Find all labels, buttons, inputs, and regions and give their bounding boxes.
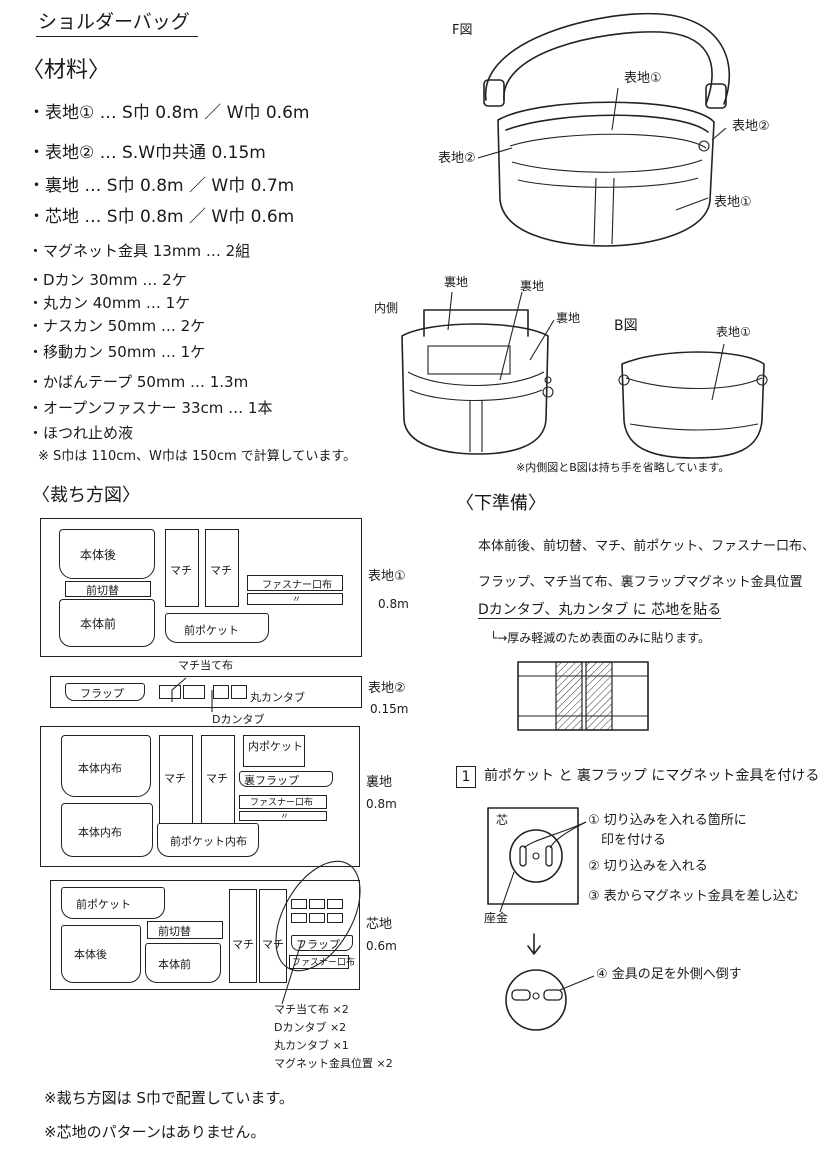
part-label: 裏地 (444, 276, 468, 290)
leader-line (676, 198, 708, 210)
part-label: 表地② (438, 152, 476, 167)
bag-rim (510, 134, 706, 148)
inner-view-label: 内側 (374, 302, 398, 316)
d-ring (619, 375, 629, 385)
b-bag-rim (626, 378, 762, 389)
washer-circle (510, 830, 562, 882)
b-bag-panel (630, 424, 758, 430)
magnet-leg (512, 990, 530, 1000)
prep-line: フラップ、マチ当て布、裏フラップマグネット金具位置 (478, 576, 803, 591)
leader-line (500, 872, 514, 912)
hatched-area (586, 662, 612, 730)
prep-line: Dカンタブ、丸カンタブ に 芯地を貼る (478, 602, 721, 619)
part-label: 表地② (732, 120, 770, 135)
inner-pocket (428, 346, 510, 374)
leader-line (612, 88, 618, 130)
inner-rim (410, 390, 542, 401)
slit-mark (546, 846, 552, 866)
inner-bag-body (402, 324, 548, 454)
leader-line (560, 976, 594, 990)
step-instruction: ③ 表からマグネット金具を差し込む (588, 890, 799, 905)
prep-heading: 〈下準備〉 (456, 494, 546, 515)
interfacing-sample (518, 662, 648, 730)
d-ring (545, 377, 551, 383)
leader-line (500, 292, 522, 380)
step-instruction: ② 切り込みを入れる (588, 860, 708, 875)
bag-handle (486, 14, 730, 104)
leader-line (524, 822, 586, 848)
leader-line (550, 822, 586, 848)
b-bag-body (622, 352, 764, 458)
bag-handle (504, 32, 712, 104)
washer-label: 座金 (484, 912, 508, 926)
slit-mark (520, 846, 526, 866)
part-label: 表地① (714, 196, 752, 211)
fabric-label: 芯 (496, 814, 508, 828)
d-ring (543, 387, 553, 397)
step-instruction: ④ 金具の足を外側へ倒す (596, 968, 742, 983)
views-note: ※内側図とB図は持ち手を省略しています。 (516, 462, 729, 475)
leader-line (478, 148, 512, 158)
step-instruction: 印を付ける (588, 834, 666, 849)
bag-panel (512, 160, 702, 172)
bag-panel (518, 178, 698, 187)
prep-line: 本体前後、前切替、マチ、前ポケット、ファスナー口布、 (478, 540, 815, 555)
b-view-label: B図 (614, 318, 638, 334)
step-title: 前ポケット と 裏フラップ にマグネット金具を付ける (484, 768, 819, 784)
part-label: 表地① (716, 326, 751, 340)
part-label: 表地① (624, 72, 662, 87)
down-arrow (528, 934, 540, 954)
bag-rim (506, 115, 708, 132)
hatched-area (556, 662, 582, 730)
d-ring (699, 141, 709, 151)
bag-seam (470, 400, 482, 452)
bag-seam (594, 178, 614, 244)
leader-line (530, 320, 554, 360)
part-label: 裏地 (556, 312, 580, 326)
step-number-box: 1 (456, 766, 476, 788)
step-instruction: ① 切り込みを入れる箇所に (588, 814, 747, 829)
magnet-leg (544, 990, 562, 1000)
part-label: 裏地 (520, 280, 544, 294)
prep-sub: └→厚み軽減のため表面のみに貼ります。 (490, 632, 710, 646)
